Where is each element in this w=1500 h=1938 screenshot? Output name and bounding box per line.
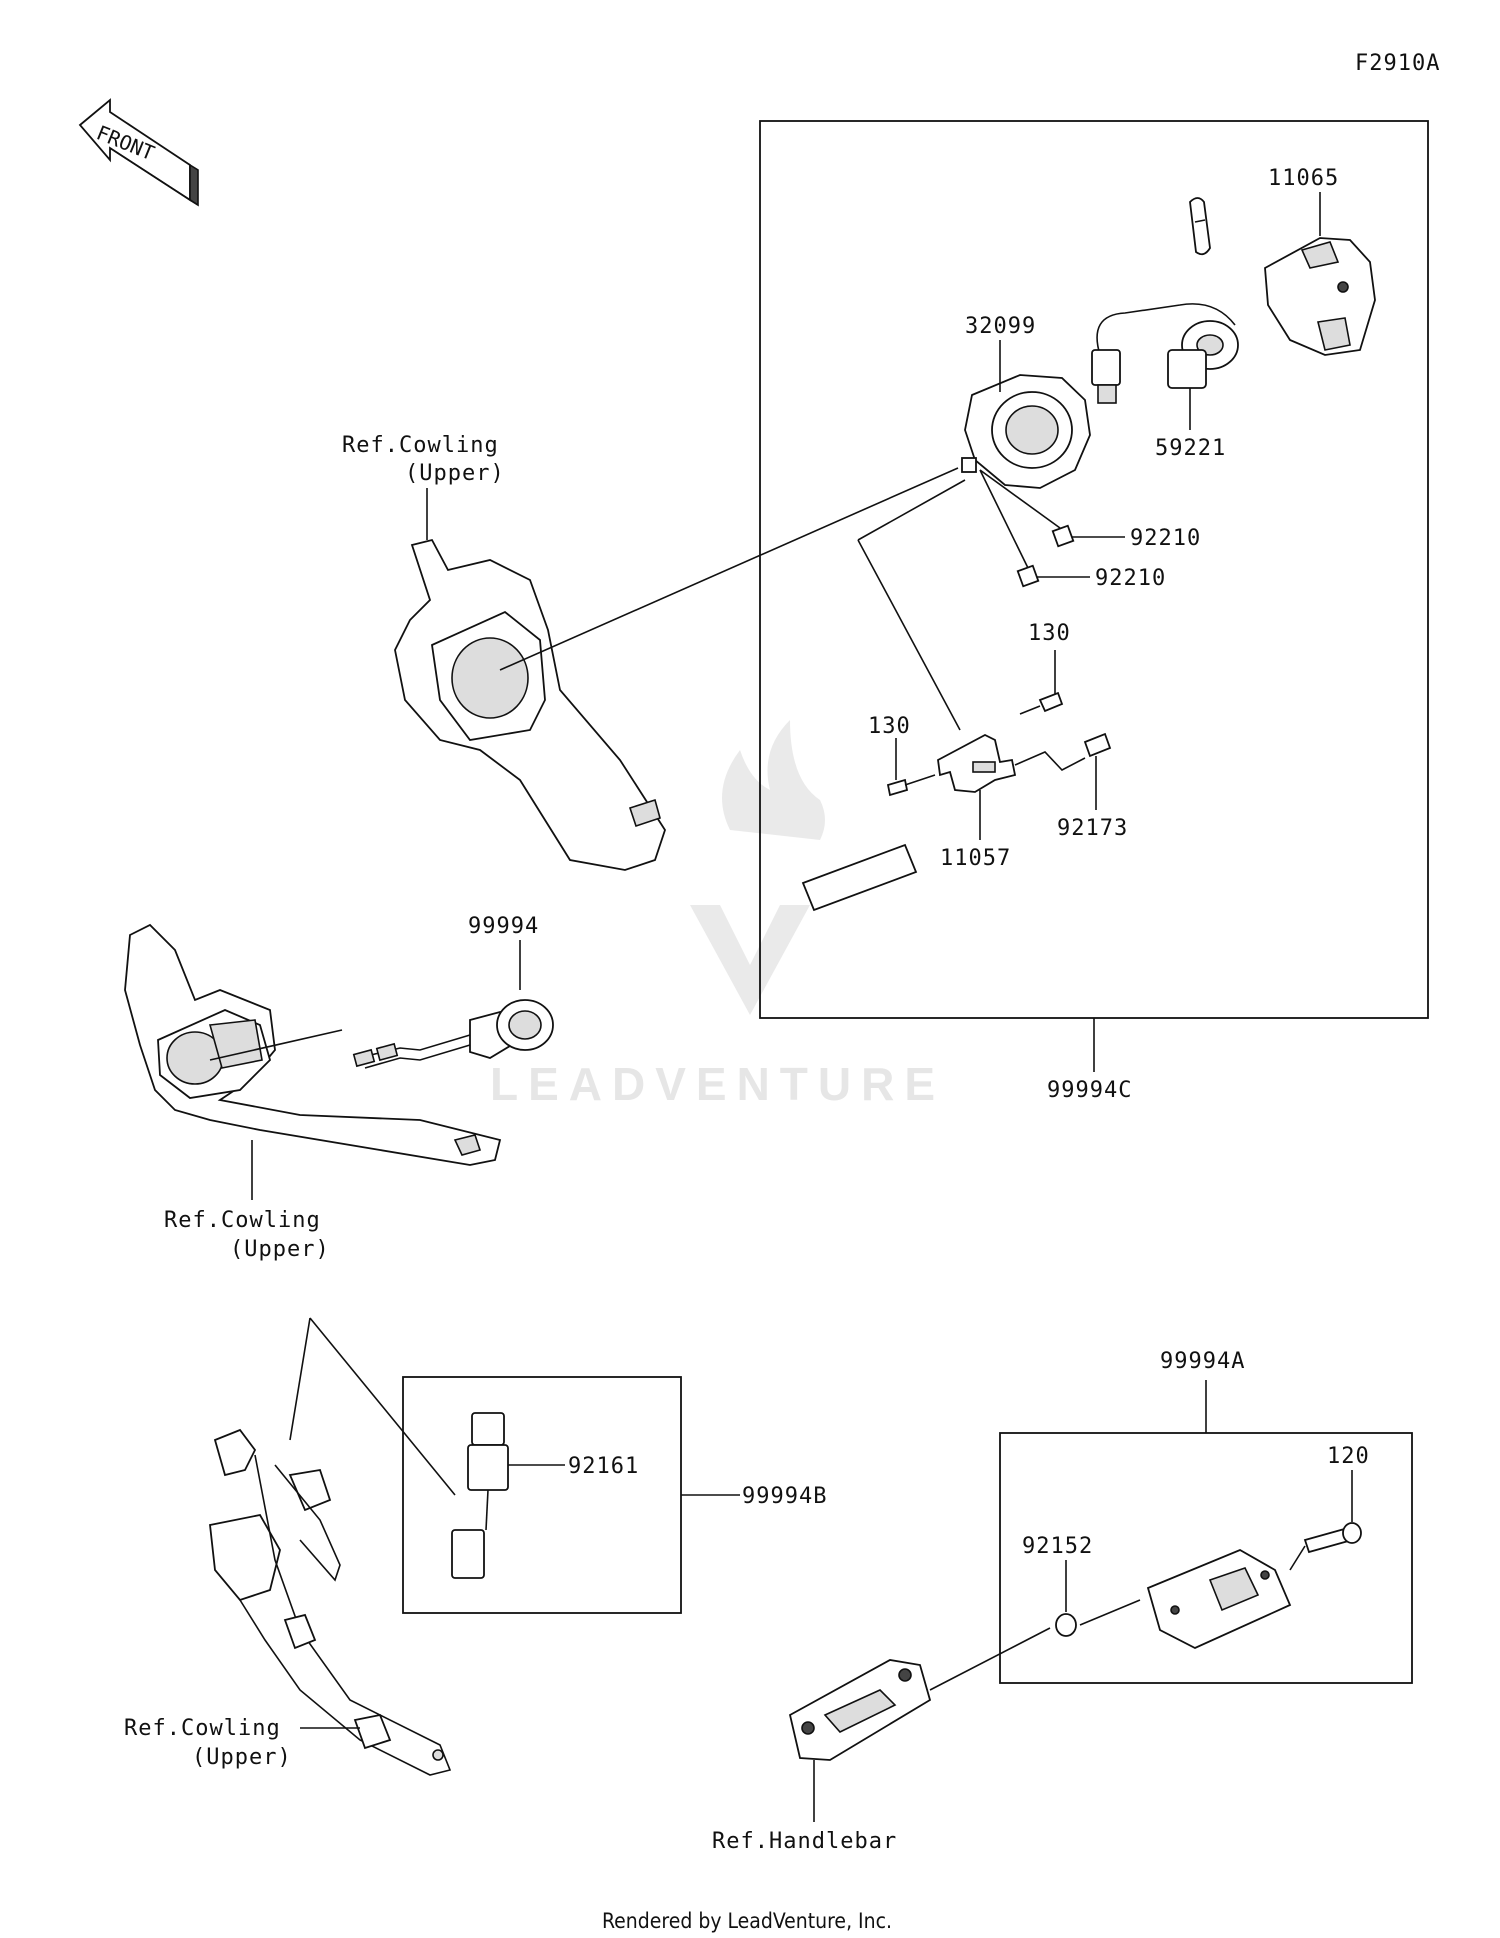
part-99994-socket [352, 999, 554, 1069]
part-92161-connector [451, 1412, 509, 1579]
part-label-92210-b: 92210 [1095, 566, 1166, 591]
part-92210-nut-b [1016, 564, 1040, 588]
mount-plate [1146, 1548, 1292, 1649]
part-label-99994c: 99994C [1047, 1078, 1132, 1103]
part-label-11057: 11057 [940, 846, 1011, 871]
footer-credit: Rendered by LeadVenture, Inc. [602, 1909, 892, 1933]
part-label-92173: 92173 [1057, 816, 1128, 841]
decal-strip [801, 843, 918, 912]
ref-cowling-2-line2: (Upper) [230, 1237, 330, 1262]
part-label-130-b: 130 [1028, 621, 1071, 646]
part-130-bolt-a [886, 774, 936, 797]
part-59221-switch [1091, 303, 1239, 404]
part-92210-nut-a [1051, 524, 1075, 548]
key-tag-icon [1189, 197, 1211, 256]
ref-cowling-1-line1: Ref.Cowling [342, 433, 499, 458]
part-11065-cover [1264, 237, 1376, 356]
part-label-130-a: 130 [868, 714, 911, 739]
cowling-upper-part-2 [124, 923, 502, 1166]
part-130-bolt-b [1019, 691, 1064, 715]
ref-cowling-1-line2: (Upper) [405, 461, 505, 486]
handlebar-clamp [788, 1659, 932, 1761]
watermark: LEADVENTURE [490, 720, 945, 1110]
part-32099-bracket [961, 374, 1091, 489]
part-label-99994: 99994 [468, 914, 539, 939]
part-label-92161: 92161 [568, 1454, 639, 1479]
part-label-120: 120 [1327, 1444, 1370, 1469]
cowling-upper-part-3 [209, 1428, 452, 1776]
kit-99994b-box [402, 1376, 682, 1614]
part-label-92152: 92152 [1022, 1534, 1093, 1559]
watermark-logo [690, 720, 825, 1015]
ref-cowling-2-line1: Ref.Cowling [164, 1208, 321, 1233]
part-label-99994a: 99994A [1160, 1349, 1245, 1374]
figure-code: F2910A [1355, 51, 1440, 76]
part-92173-clamp [1083, 732, 1112, 758]
part-11057-stay [937, 733, 1017, 793]
ref-cowling-3-line2: (Upper) [192, 1745, 292, 1770]
part-label-92210-a: 92210 [1130, 526, 1201, 551]
part-label-99994b: 99994B [742, 1484, 827, 1509]
part-label-32099: 32099 [965, 314, 1036, 339]
part-120-bolt [1303, 1522, 1362, 1554]
watermark-text: LEADVENTURE [490, 1058, 945, 1110]
part-label-11065: 11065 [1268, 166, 1339, 191]
part-label-59221: 59221 [1155, 436, 1226, 461]
ref-cowling-3-line1: Ref.Cowling [124, 1716, 281, 1741]
cowling-upper-part-1 [394, 538, 666, 871]
ref-handlebar: Ref.Handlebar [712, 1829, 897, 1854]
front-arrow-icon: FRONT [78, 98, 199, 207]
part-92152-collar [1055, 1613, 1077, 1637]
